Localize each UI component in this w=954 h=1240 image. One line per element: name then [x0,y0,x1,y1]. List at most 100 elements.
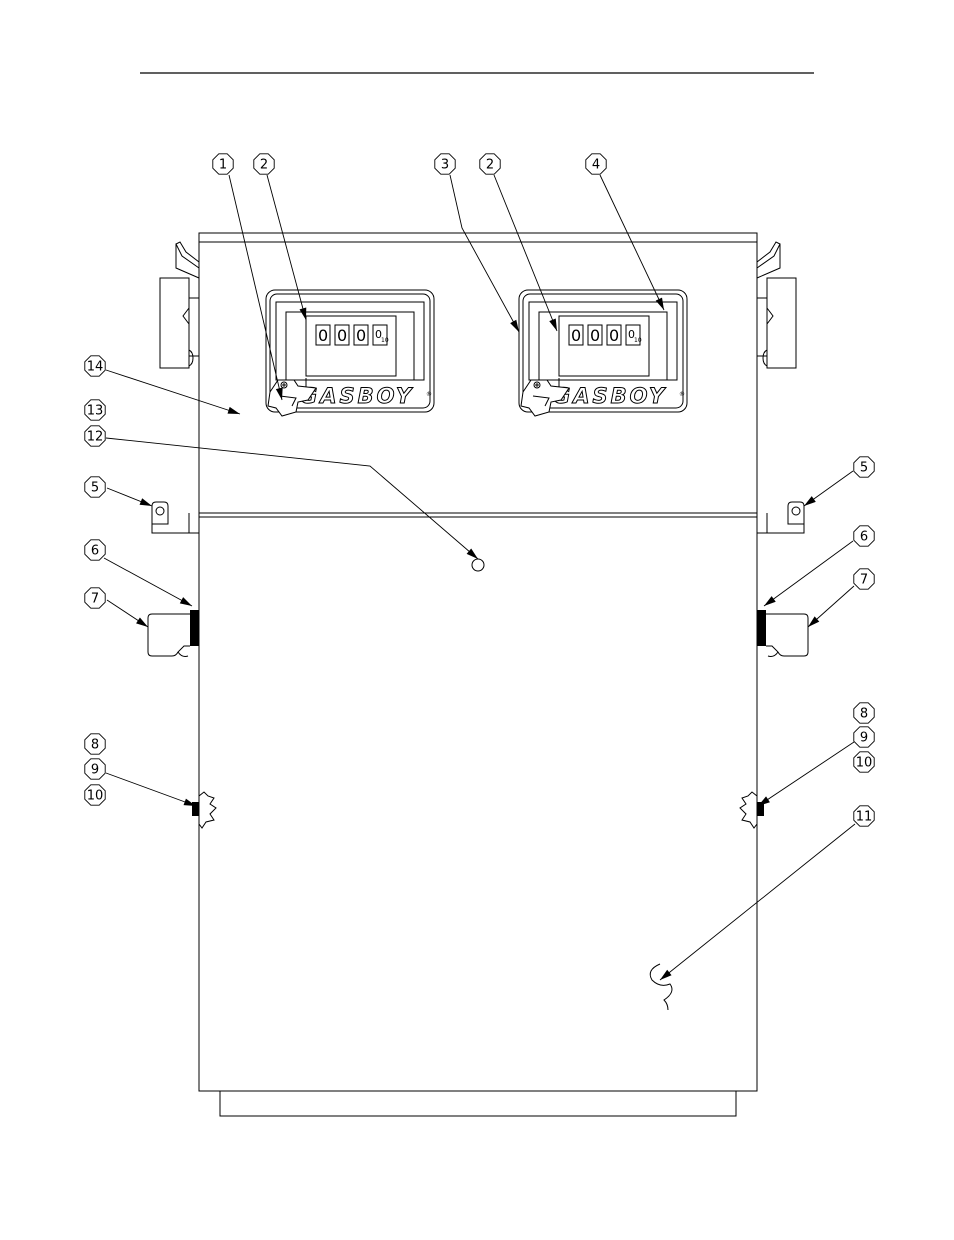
latch-right [739,791,764,829]
leader-arrowhead [758,796,770,806]
callout-1: 1 [212,153,283,401]
meter-right-digit-3: 0 [609,326,619,345]
meter-left-brand: GASBOY [300,384,414,408]
leader-line [659,823,856,981]
callout-label: 9 [860,731,868,746]
leader-line [449,174,520,333]
callout-6: 6 [763,525,875,607]
outlet-elbow-right [757,610,809,657]
callout-balloon [853,726,875,748]
leader-line [105,772,197,807]
callout-label: 14 [87,360,104,375]
leader-line [105,369,241,415]
meter-left-digit-suffix: 10 [381,337,389,344]
callout-balloon [84,355,106,377]
callout-balloon [84,784,106,806]
callout-balloon [84,758,106,780]
callout-label: 5 [860,461,868,476]
callout-10: 10 [84,784,106,806]
callout-10: 10 [853,751,875,773]
callout-label: 1 [219,158,227,173]
callout-balloon [853,805,875,827]
callout-label: 7 [91,592,99,607]
meter-left-brand-mark: ® [426,391,432,398]
callout-2: 2 [253,153,307,321]
meter-left-digit-2: 0 [337,326,347,345]
leader-line [757,741,855,807]
callout-9: 9 [757,726,875,807]
callout-label: 5 [91,481,99,496]
callout-12: 12 [84,425,479,560]
hose-hook-right [756,241,797,369]
callout-label: 6 [860,530,868,545]
callout-balloon [253,153,275,175]
leader-arrowhead [179,597,192,606]
callout-balloon [84,399,106,421]
callout-label: 8 [860,707,868,722]
callout-label: 8 [91,738,99,753]
callout-balloon [84,587,106,609]
hose-hook-left [159,241,200,369]
leader-line [105,437,479,560]
leader-arrowhead [655,297,664,310]
callout-6: 6 [84,539,193,607]
callout-balloon [84,425,106,447]
callout-label: 6 [91,544,99,559]
callout-balloon [434,153,456,175]
latch-left [192,791,217,829]
outlet-elbow-left [147,610,199,657]
callout-label: 2 [260,158,268,173]
meter-right-brand: GASBOY [553,384,667,408]
callout-label: 11 [856,810,873,825]
meter-right-digit-2: 0 [590,326,600,345]
leader-arrowhead [139,498,152,506]
leader-arrowhead [227,406,240,414]
leader-line [763,540,854,607]
callout-7: 7 [807,568,875,628]
callout-balloon [84,539,106,561]
callout-5: 5 [84,476,153,507]
callout-8: 8 [84,733,106,755]
callout-label: 10 [856,756,873,771]
callout-11: 11 [659,805,875,981]
meter-housing-right: 0 0 0 0 10 GASBOY ® [518,289,688,417]
leader-arrowhead [136,617,148,627]
leader-line [493,174,558,332]
callout-balloon [479,153,501,175]
meter-left-digit-4: 0 [375,328,382,341]
leader-line [266,174,307,321]
callout-balloon [853,525,875,547]
callout-balloon [84,733,106,755]
callout-7: 7 [84,587,149,628]
callout-balloon [853,751,875,773]
pump-cabinet [198,232,758,1117]
leader-arrowhead [275,387,283,400]
leader-arrowhead [510,319,519,332]
callout-5: 5 [803,456,875,507]
leader-arrowhead [299,307,307,320]
nozzle-hole [471,558,485,572]
leader-arrowhead [764,596,776,606]
callout-balloon [853,568,875,590]
callout-label: 10 [87,789,104,804]
leader-arrowhead [660,969,672,980]
callout-label: 3 [441,158,449,173]
leader-arrowhead [808,616,820,627]
callout-label: 2 [486,158,494,173]
callout-4: 4 [585,153,665,311]
meter-left-digit-1: 0 [318,326,328,345]
callout-balloon [212,153,234,175]
callout-balloon [585,153,607,175]
meter-right-brand-mark: ® [679,391,685,398]
meter-right-digit-1: 0 [571,326,581,345]
meter-left-digit-3: 0 [356,326,366,345]
nozzle-boot-right [756,501,805,534]
leader-line [599,174,665,311]
callout-label: 7 [860,573,868,588]
callout-balloon [84,476,106,498]
meter-right-digit-4: 0 [628,328,635,341]
callout-8: 8 [853,702,875,724]
